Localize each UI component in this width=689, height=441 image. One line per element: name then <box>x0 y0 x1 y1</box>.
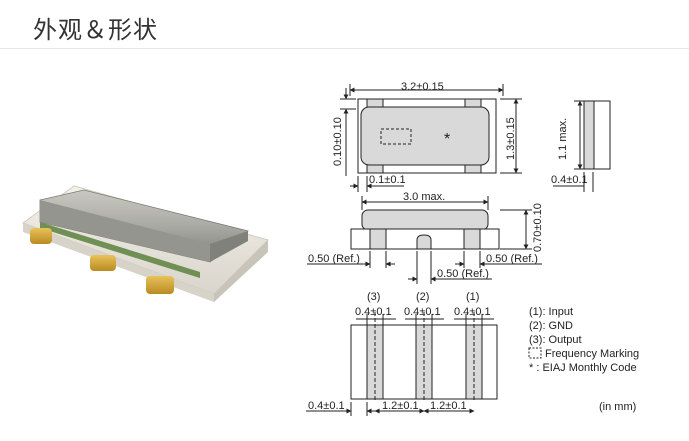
legend: (1): Input (2): GND (3): Output Frequenc… <box>528 306 639 374</box>
bottom-view <box>306 312 498 416</box>
dim-pitch-1: 1.2±0.1 <box>382 400 419 412</box>
component-photo <box>21 185 269 302</box>
legend-frequency: Frequency Marking <box>545 348 639 360</box>
top-view <box>340 84 522 192</box>
dim-side-height: 1.1 max. <box>557 118 569 160</box>
page-title: 外观＆形状 <box>33 16 158 44</box>
legend-input: (1): Input <box>529 306 573 318</box>
pin-label-3: (3) <box>367 291 380 303</box>
pad-icon <box>90 255 116 271</box>
dim-top-height: 1.3±0.15 <box>505 117 517 160</box>
pad-icon <box>146 276 174 294</box>
dim-ref-right: 0.50 (Ref.) <box>486 253 538 265</box>
dim-pitch-2: 1.2±0.1 <box>430 400 467 412</box>
pin-label-2: (2) <box>416 291 429 303</box>
frequency-marking-icon <box>528 347 542 359</box>
dim-pad-width: 0.1±0.1 <box>369 174 406 186</box>
dim-ref-left: 0.50 (Ref.) <box>308 253 360 265</box>
dim-front-height: 0.70±0.10 <box>532 203 544 252</box>
dim-pad-2: 0.4±0.1 <box>404 306 441 318</box>
dim-side-width: 0.4±0.1 <box>551 174 588 186</box>
legend-gnd: (2): GND <box>529 320 573 332</box>
dim-pad-1: 0.4±0.1 <box>454 306 491 318</box>
dim-front-width: 3.0 max. <box>403 191 445 203</box>
asterisk-mark: * <box>444 131 450 148</box>
dim-left-height: 0.10±0.10 <box>332 117 344 166</box>
header-divider <box>0 48 689 49</box>
front-view <box>307 196 542 284</box>
dim-pad-3: 0.4±0.1 <box>355 306 392 318</box>
unit-label: (in mm) <box>599 401 636 413</box>
pin-label-1: (1) <box>466 291 479 303</box>
dim-top-width: 3.2±0.15 <box>401 81 444 93</box>
legend-output: (3): Output <box>529 334 582 346</box>
side-view <box>553 100 611 192</box>
legend-eiaj: * : EIAJ Monthly Code <box>529 362 637 374</box>
section-header: 外观＆形状 <box>0 0 689 50</box>
pad-icon <box>30 228 52 244</box>
dim-bottom-left: 0.4±0.1 <box>308 400 345 412</box>
dim-ref-center: 0.50 (Ref.) <box>437 268 489 280</box>
